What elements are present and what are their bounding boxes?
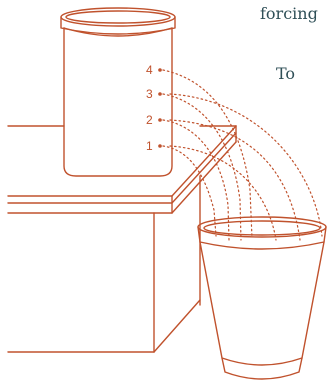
hole-label-1: 1 [146,139,153,153]
stream-1 [163,146,216,236]
stream-4 [163,70,252,238]
stream-overflow-b [170,94,322,236]
hole-label-2: 2 [146,113,153,127]
shelf-side-edge [172,126,236,196]
hole-markers [158,68,162,148]
stream-2 [163,120,229,240]
text-fragment-middle: To [276,66,295,82]
shelf-side-edge-lower [172,133,236,203]
water-jar [61,8,175,176]
hole-label-3: 3 [146,87,153,101]
bucket [198,217,326,379]
support-diagonal [154,300,200,352]
water-streams [163,70,322,240]
stream-overflow-c [170,146,276,240]
text-fragment-top: forcing [260,6,318,22]
hole-label-4: 4 [146,63,153,77]
